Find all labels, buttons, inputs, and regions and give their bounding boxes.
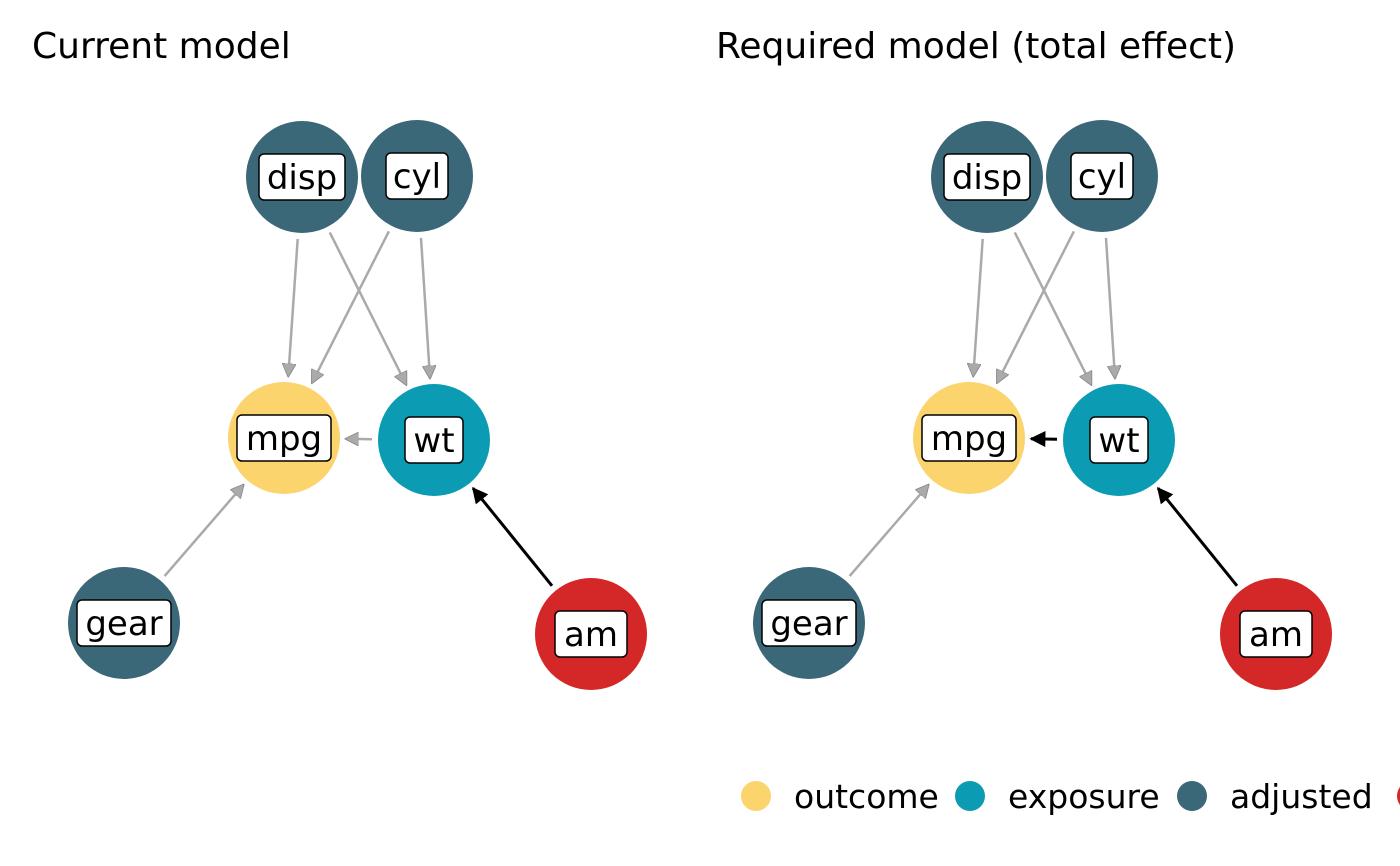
node-disp: disp [246,121,358,233]
edge-cyl-to-mpg [995,230,1076,382]
node-label-box-mpg [236,414,332,462]
edge-disp-to-wt [1013,231,1093,384]
node-label-box-am [554,610,628,658]
edge-am-to-wt [471,486,554,587]
edge-disp-to-wt [328,231,408,384]
node-layer: disp cyl mpg wt gear am [753,120,1332,690]
node-label-gear: gear [85,604,162,644]
node-label-box-disp [943,153,1031,201]
node-label-box-wt [1089,416,1149,464]
node-am: am [1220,578,1332,690]
node-label-wt: wt [413,421,454,461]
node-wt: wt [378,384,490,496]
panel-required-model: disp cyl mpg wt gear am [753,120,1332,690]
edge-disp-to-mpg [973,238,984,376]
node-label-box-cyl [1070,152,1134,200]
edge-gear-to-mpg [163,485,244,577]
node-mpg: mpg [228,382,340,494]
node-gear: gear [68,567,180,679]
node-cyl: cyl [1046,120,1158,232]
node-label-gear: gear [770,604,847,644]
legend-item-exposure: exposure [955,777,1160,816]
edge-disp-to-mpg [288,238,299,376]
node-disp: disp [931,121,1043,233]
node-mpg: mpg [913,382,1025,494]
legend-key-exposure [955,781,985,811]
panel-title-current: Current model [32,26,291,67]
node-wt: wt [1063,384,1175,496]
panel-title-required: Required model (total effect) [716,26,1236,67]
edge-cyl-to-wt [419,237,430,378]
node-gear: gear [753,567,865,679]
legend-item-adjusted: adjusted [1177,777,1373,816]
legend: outcome exposure adjusted [741,777,1400,816]
node-label-box-cyl [385,152,449,200]
legend-key-adjusted [1177,781,1207,811]
legend-label-exposure: exposure [1008,777,1160,816]
node-label-box-mpg [921,414,1017,462]
edge-am-to-wt [1156,486,1239,587]
node-label-cyl: cyl [393,157,441,197]
edge-cyl-to-mpg [310,230,391,382]
node-label-cyl: cyl [1078,157,1126,197]
node-label-box-gear [761,599,857,647]
node-label-disp: disp [952,158,1022,198]
node-label-box-disp [258,153,346,201]
edge-layer [163,230,554,587]
edge-layer [848,230,1239,587]
legend-key-outcome [741,781,771,811]
node-label-box-gear [76,599,172,647]
node-label-disp: disp [267,158,337,198]
edge-cyl-to-wt [1104,237,1115,378]
node-label-mpg: mpg [931,419,1007,459]
node-layer: disp cyl mpg wt gear am [68,120,647,690]
legend-label-outcome: outcome [794,777,939,816]
legend-item-outcome: outcome [741,777,939,816]
legend-item-other [1397,787,1400,805]
legend-key-other [1397,787,1400,805]
edge-gear-to-mpg [848,485,929,577]
node-cyl: cyl [361,120,473,232]
panel-current-model: disp cyl mpg wt gear am [68,120,647,690]
node-label-mpg: mpg [246,419,322,459]
node-label-am: am [1249,615,1303,655]
node-label-am: am [564,615,618,655]
node-label-box-wt [404,416,464,464]
node-label-box-am [1239,610,1313,658]
node-am: am [535,578,647,690]
node-label-wt: wt [1098,421,1139,461]
legend-label-adjusted: adjusted [1230,777,1373,816]
